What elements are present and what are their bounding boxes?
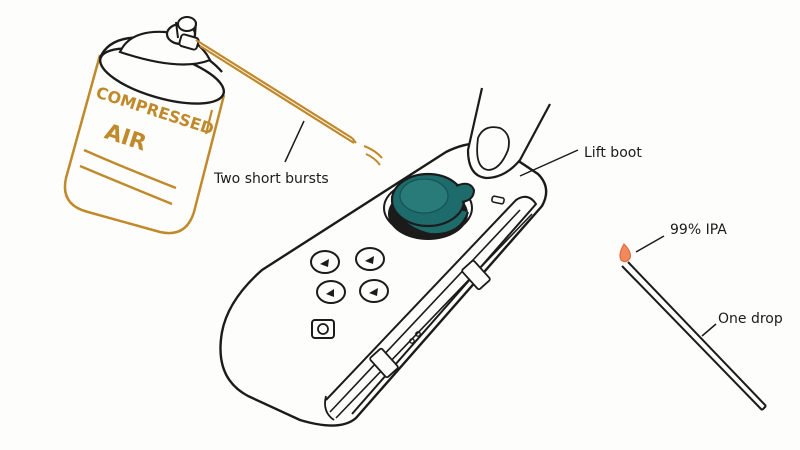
ipa-leader — [635, 235, 665, 253]
label-lift-boot: Lift boot — [584, 145, 642, 161]
label-99-ipa: 99% IPA — [670, 222, 727, 238]
label-one-drop: One drop — [718, 311, 783, 327]
capture-button — [311, 319, 335, 339]
face-buttons — [310, 247, 389, 339]
drop-leader — [701, 323, 717, 337]
bursts-leader — [284, 120, 305, 163]
button-down — [359, 279, 389, 303]
compressed-air-can-icon: COMPRESSED AIR — [63, 16, 383, 235]
button-right — [355, 247, 385, 271]
swab-icon — [619, 243, 767, 411]
button-up — [310, 250, 340, 274]
label-two-short-bursts: Two short bursts — [213, 171, 329, 187]
button-left — [316, 280, 346, 304]
fingertip-icon — [466, 87, 551, 180]
boot-leader — [519, 149, 579, 177]
analog-stick-icon — [383, 172, 476, 240]
ipa-drop-icon — [619, 243, 631, 263]
